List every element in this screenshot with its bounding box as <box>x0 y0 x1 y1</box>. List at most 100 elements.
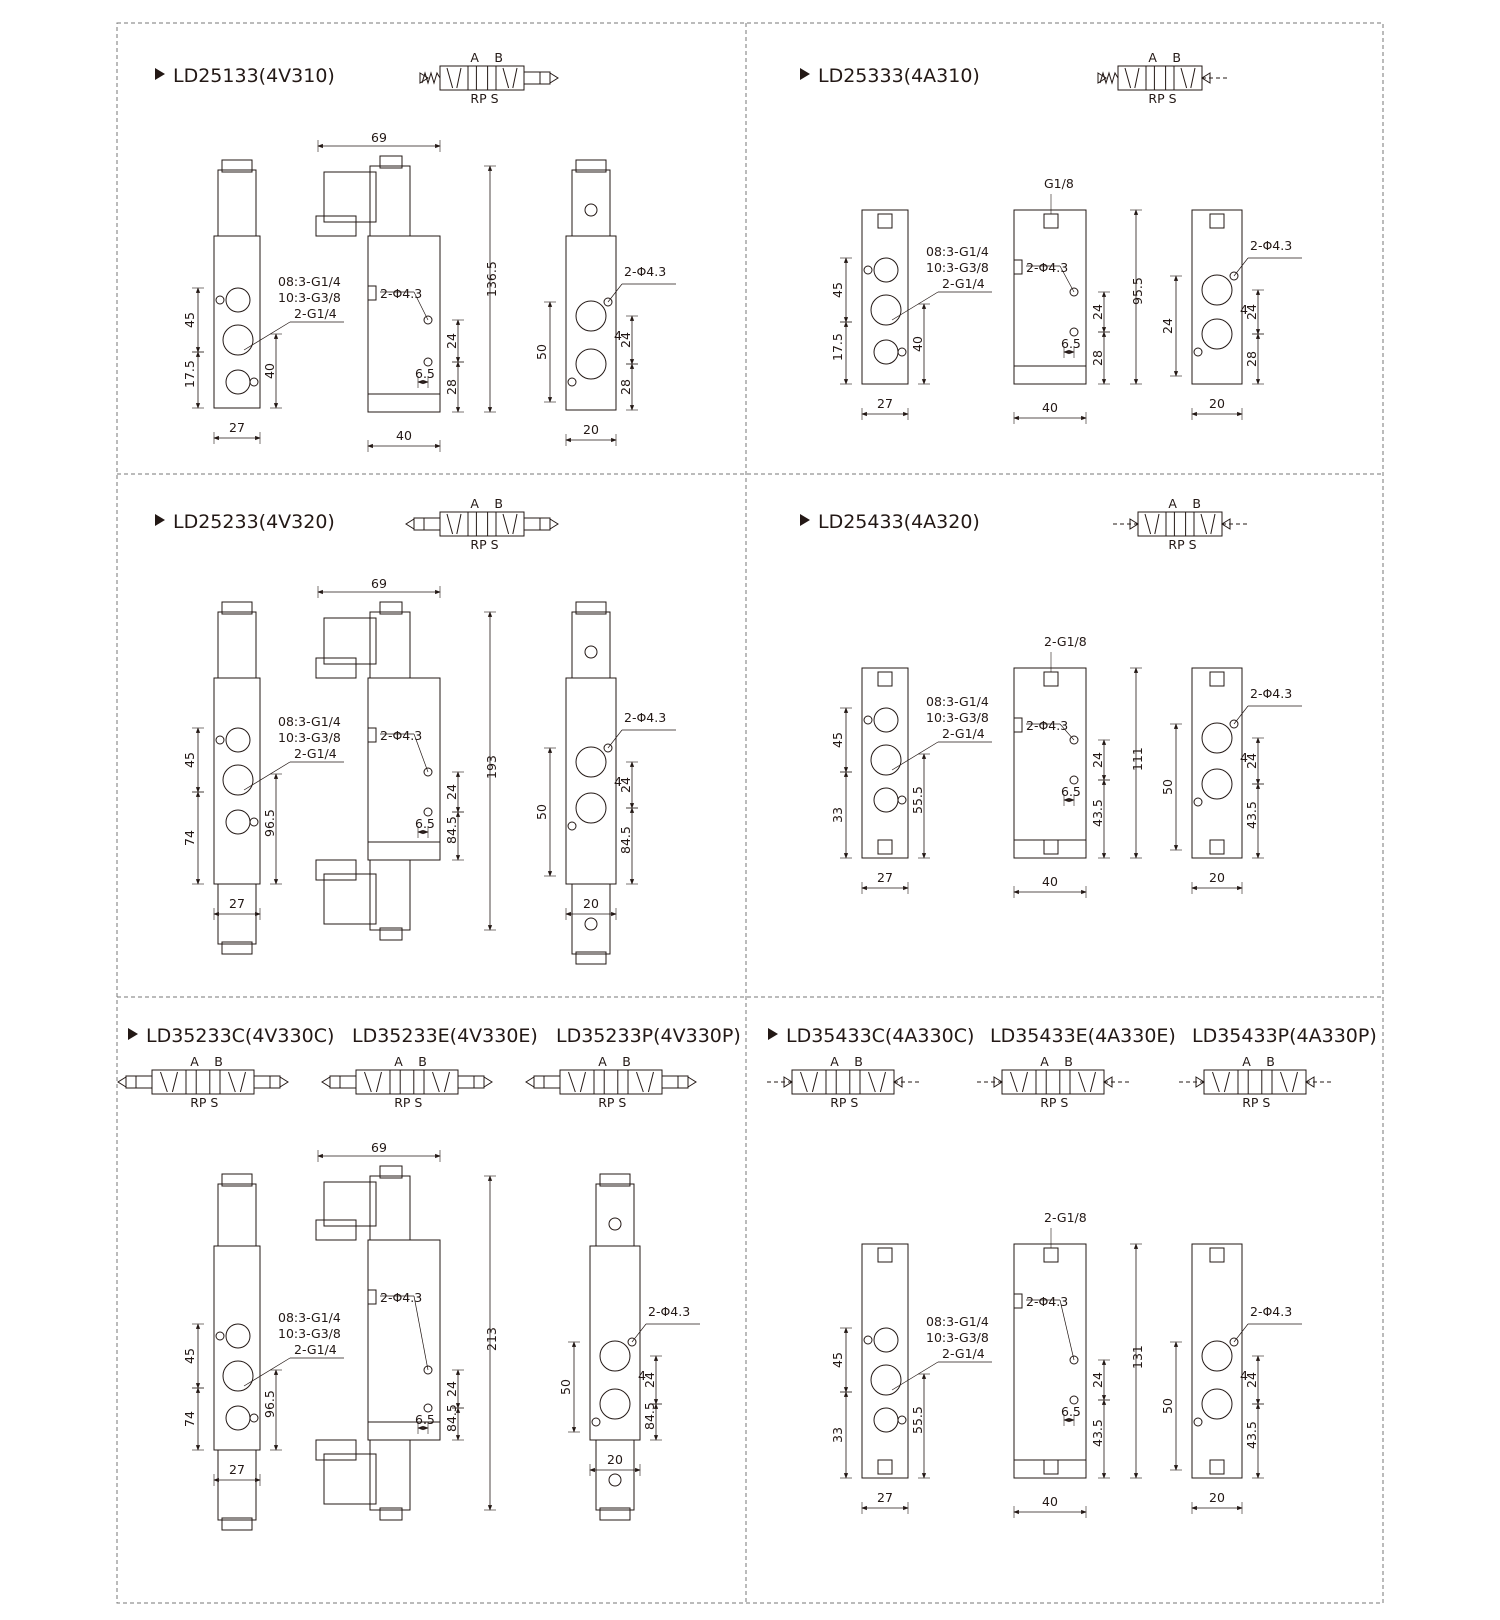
port-a-label: A <box>1242 1054 1251 1069</box>
valve-cell <box>495 511 525 537</box>
flow-arrow <box>1223 1071 1230 1093</box>
holes-label: 2-Φ4.3 <box>1250 1304 1292 1319</box>
port-a-label: A <box>394 1054 403 1069</box>
mount-hole <box>215 1331 225 1341</box>
mount-hole <box>863 715 873 725</box>
side-ports-label: 2-G1/4 <box>942 1346 985 1361</box>
port-circle <box>599 1388 631 1420</box>
port-circle <box>575 746 607 778</box>
mount-hole <box>423 357 433 367</box>
valve-cell <box>439 65 469 91</box>
valve-cell <box>185 1069 221 1095</box>
dimension-label: 4 <box>614 328 622 343</box>
hole-marker <box>367 285 377 301</box>
valve-body <box>565 677 617 885</box>
mount-hole <box>1193 347 1203 357</box>
dimension-label: 33 <box>830 1427 845 1443</box>
flow-arrow <box>879 1071 886 1093</box>
dimension-label: 24 <box>1244 304 1259 320</box>
pilot-port <box>1043 839 1059 855</box>
dimension-label: 40 <box>1042 1494 1058 1509</box>
mount-hole <box>423 807 433 817</box>
holes-label: 2-Φ4.3 <box>380 728 422 743</box>
dimension-label: 24 <box>444 333 459 349</box>
port-rps-label: RP S <box>470 91 498 106</box>
flow-arrow <box>375 1071 382 1093</box>
screw-icon <box>584 917 598 931</box>
dimension-label: 27 <box>877 1490 893 1505</box>
port-circle <box>870 1364 902 1396</box>
leader-line <box>1059 723 1075 741</box>
port-b-label: B <box>494 496 503 511</box>
manual-override <box>221 941 253 955</box>
title-marker-icon <box>800 514 810 526</box>
manual-override <box>379 1507 403 1521</box>
valve-body <box>367 1239 441 1441</box>
model-title: LD25333(4A310) <box>818 65 980 87</box>
holes-label: 2-Φ4.3 <box>380 286 422 301</box>
ports-label: 10:3-G3/8 <box>278 290 341 305</box>
manual-override <box>599 1173 631 1187</box>
dimension-label: 40 <box>1042 874 1058 889</box>
dimension-label: 69 <box>371 576 387 591</box>
mount-hole <box>423 1365 433 1375</box>
pilot-icon <box>1221 518 1231 530</box>
dimension-label: 6.5 <box>415 816 435 831</box>
port-b-label: B <box>1172 50 1181 65</box>
coil-icon <box>533 1075 545 1089</box>
leader-line <box>1059 265 1075 293</box>
ports-label: 10:3-G3/8 <box>926 260 989 275</box>
port-circle <box>873 1407 899 1433</box>
model-title: LD35433C(4A330C) <box>786 1025 974 1047</box>
mount-hole <box>1069 1395 1079 1405</box>
coil-icon <box>687 1076 697 1088</box>
holes-label: 2-Φ4.3 <box>624 264 666 279</box>
port-circle <box>222 324 254 356</box>
ports-label: 08:3-G1/4 <box>278 714 341 729</box>
pilot-port <box>877 1247 893 1263</box>
leader-line <box>607 729 623 749</box>
flow-arrow <box>868 1071 876 1093</box>
port-circle <box>870 294 902 326</box>
valve-body <box>565 235 617 411</box>
coil-icon <box>423 517 441 531</box>
spring-icon <box>1099 71 1119 85</box>
dimension-label: 20 <box>1209 870 1225 885</box>
port-rps-label: RP S <box>190 1095 218 1110</box>
valve-body <box>1191 1243 1243 1479</box>
port-rps-label: RP S <box>470 537 498 552</box>
ports-label: 08:3-G1/4 <box>278 274 341 289</box>
valve-cell <box>439 511 469 537</box>
mount-hole <box>249 817 259 827</box>
dimension-label: 193 <box>484 755 499 779</box>
dimension-label: 27 <box>229 1462 245 1477</box>
ports-label: 08:3-G1/4 <box>278 1310 341 1325</box>
dimension-label: 50 <box>534 344 549 360</box>
title-marker-icon <box>800 68 810 80</box>
flow-arrow <box>636 1071 644 1093</box>
leader-line <box>243 321 291 351</box>
mount-hole <box>423 315 433 325</box>
coil-icon <box>543 1075 561 1089</box>
model-title: LD35433P(4A330P) <box>1192 1025 1377 1047</box>
holes-label: 2-Φ4.3 <box>1026 718 1068 733</box>
leader-line <box>413 733 429 773</box>
port-a-label: A <box>1040 1054 1049 1069</box>
pilot-icon <box>783 1076 793 1088</box>
dimension-label: 43.5 <box>1090 799 1105 827</box>
mount-hole <box>567 821 577 831</box>
mount-hole <box>897 1415 907 1425</box>
valve-body <box>213 235 261 409</box>
dimension-label: 6.5 <box>415 366 435 381</box>
dimension-label: 4 <box>1240 1368 1248 1383</box>
leader-line <box>1233 705 1249 725</box>
